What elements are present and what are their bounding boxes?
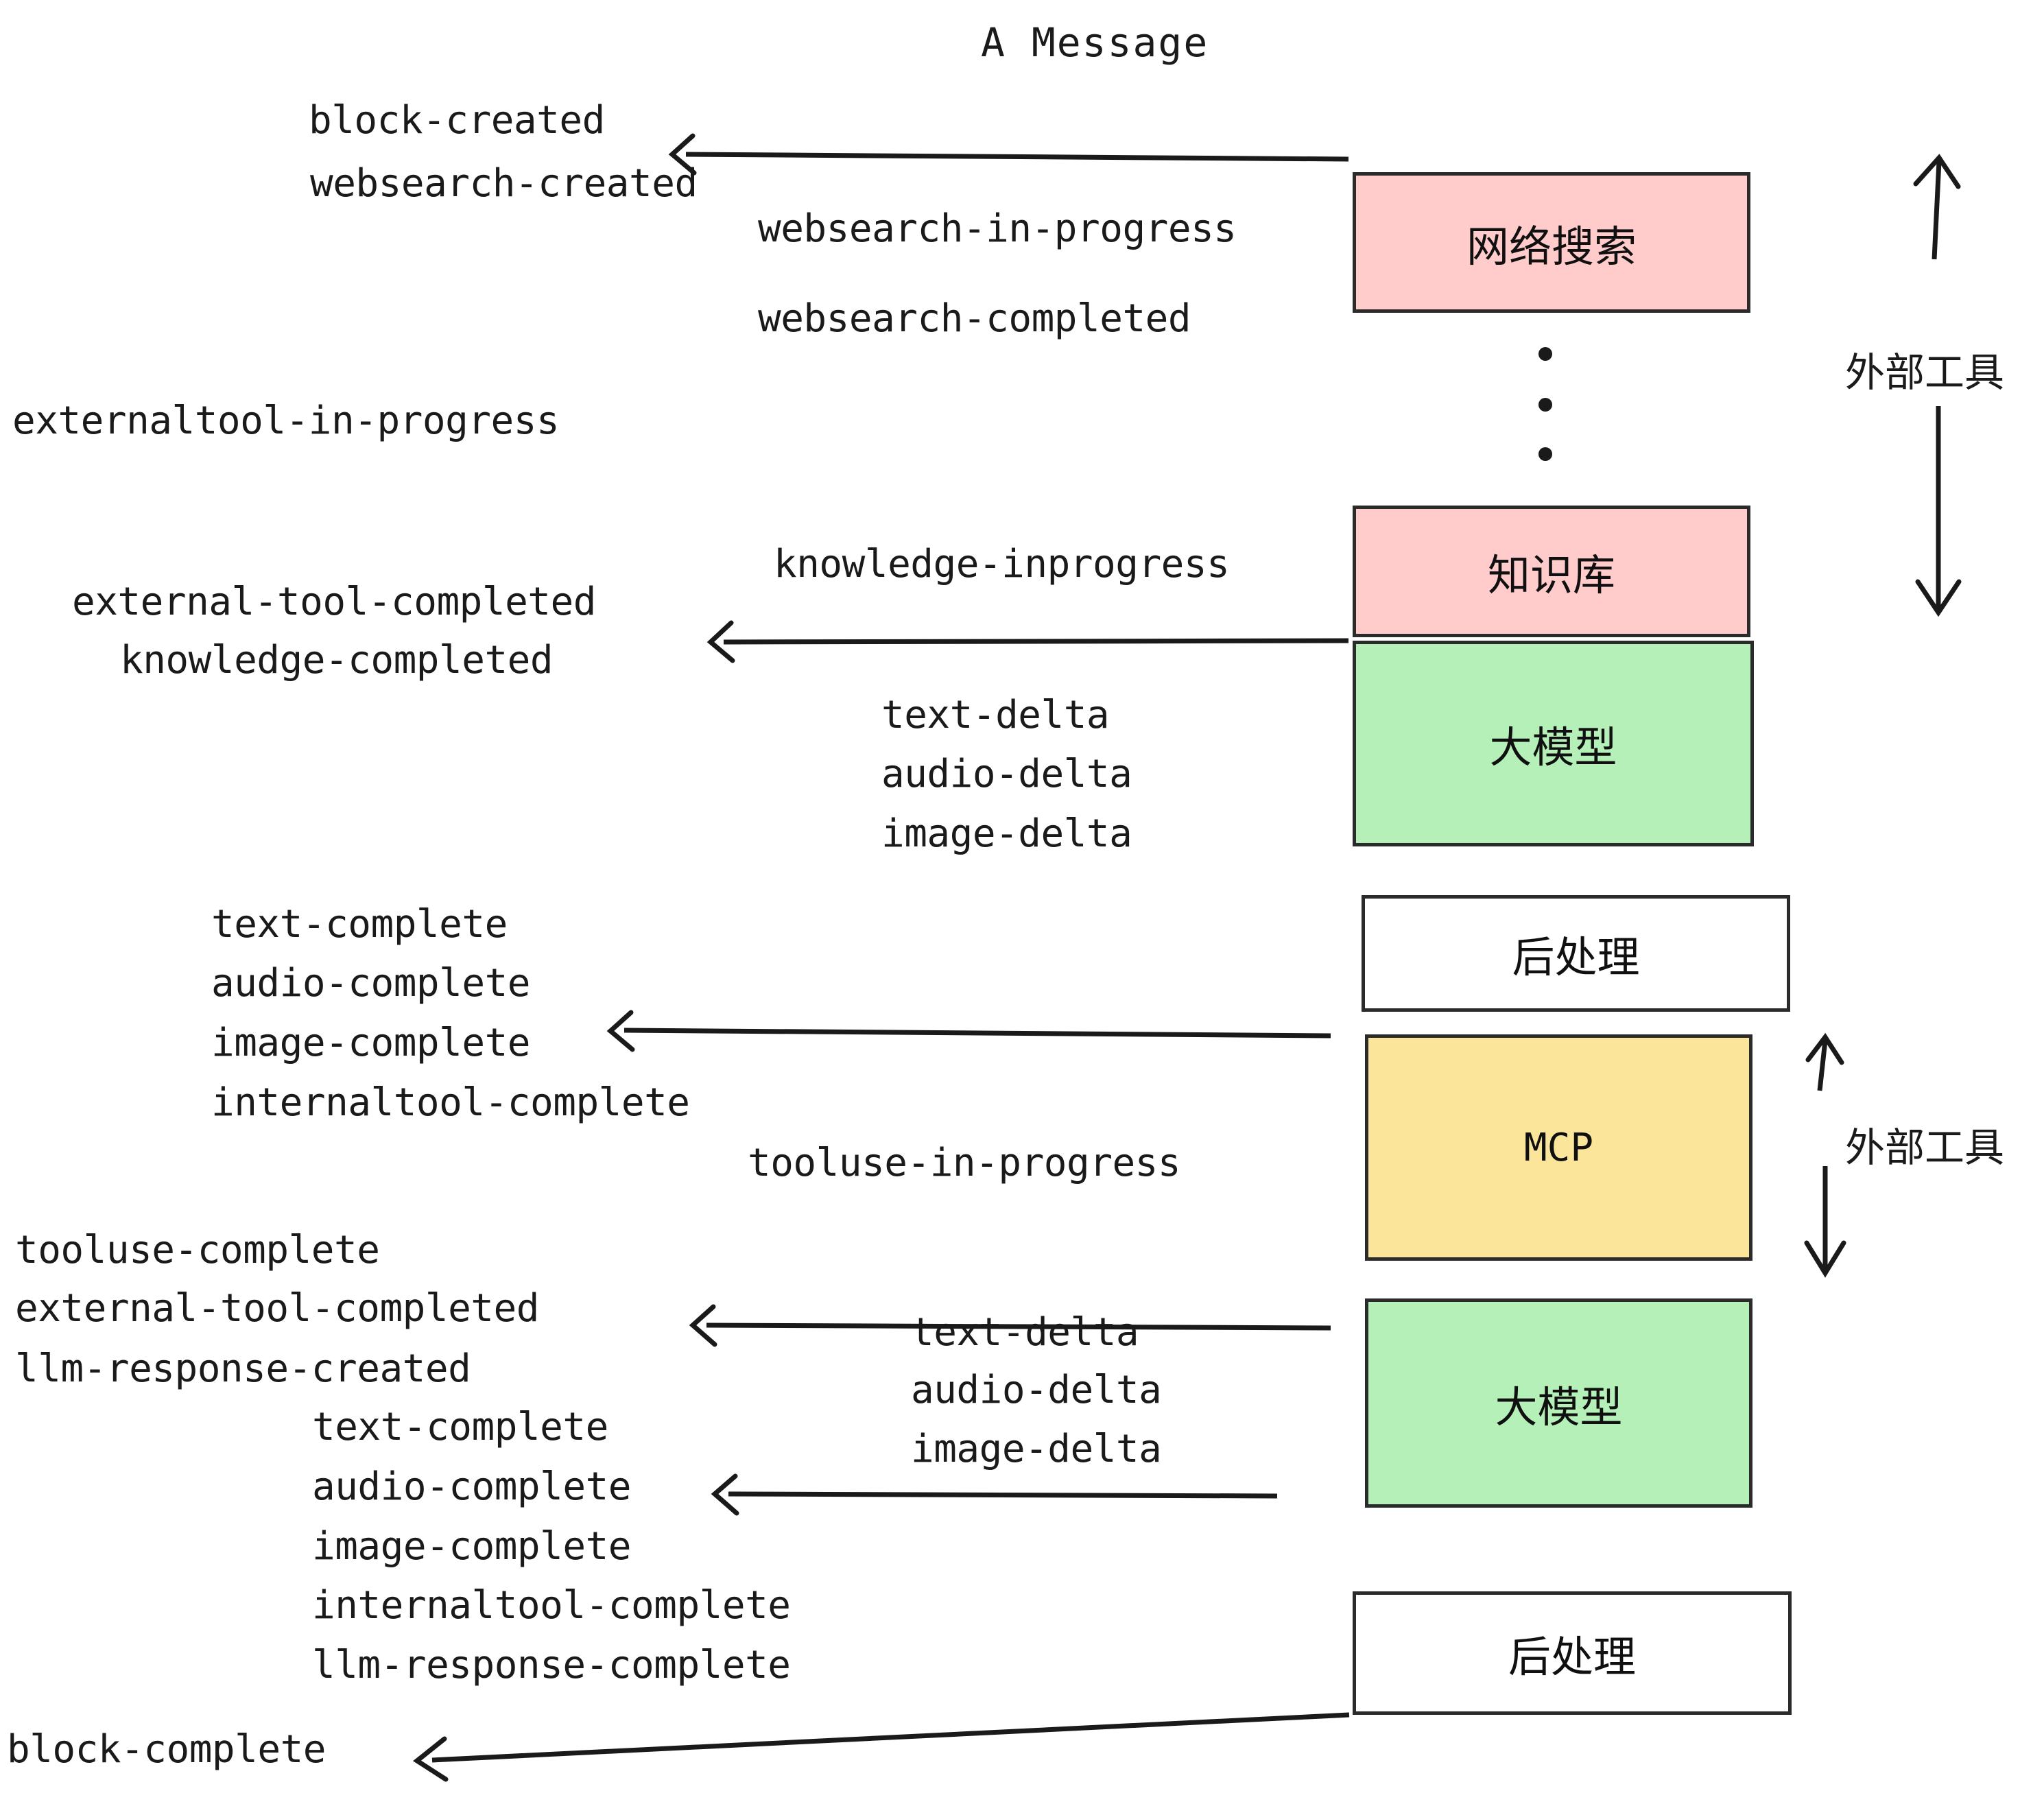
component-box-postprocess-1[interactable]: 后处理	[1362, 895, 1790, 1012]
arrow-external-tool-top-down	[1915, 406, 1962, 617]
component-box-websearch[interactable]: 网络搜索	[1353, 172, 1750, 313]
ellipsis-dot-1	[1538, 347, 1552, 361]
event-externaltool-in-progress: externaltool-in-progress	[12, 399, 560, 443]
event-block-complete: block-complete	[7, 1727, 326, 1772]
group-label-external-tool-bottom: 外部工具	[1845, 1124, 2005, 1171]
arrow-websearch-to-block-created	[668, 133, 1349, 176]
event-knowledge-completed: knowledge-completed	[120, 638, 554, 683]
arrow-llm-2-to-audio-complete	[711, 1473, 1278, 1516]
arrow-knowledge-to-knowledge-completed	[706, 620, 1349, 663]
arrow-external-tool-bottom-down	[1804, 1166, 1846, 1278]
event-image-complete-2: image-complete	[312, 1524, 632, 1569]
component-box-llm-1-label: 大模型	[1489, 722, 1617, 772]
component-box-knowledge-label: 知识库	[1487, 550, 1615, 600]
event-websearch-in-progress: websearch-in-progress	[758, 206, 1237, 251]
ellipsis-dot-3	[1538, 447, 1552, 461]
component-box-postprocess-1-label: 后处理	[1512, 932, 1640, 982]
event-audio-complete-2: audio-complete	[312, 1464, 632, 1509]
event-tooluse-in-progress: tooluse-in-progress	[748, 1141, 1181, 1185]
component-box-mcp[interactable]: MCP	[1365, 1034, 1752, 1261]
event-internaltool-complete-1: internaltool-complete	[211, 1080, 690, 1125]
event-audio-delta-1: audio-delta	[881, 752, 1132, 796]
event-external-tool-completed-1: external-tool-completed	[72, 580, 596, 624]
event-image-delta-2: image-delta	[911, 1427, 1162, 1471]
event-llm-response-created: llm-response-created	[15, 1346, 471, 1391]
component-box-llm-1[interactable]: 大模型	[1353, 641, 1754, 846]
event-block-created: block-created	[309, 98, 605, 143]
event-text-delta-1: text-delta	[881, 693, 1110, 737]
ellipsis-dot-2	[1538, 398, 1552, 412]
component-box-knowledge[interactable]: 知识库	[1353, 506, 1750, 637]
component-box-llm-2[interactable]: 大模型	[1365, 1298, 1752, 1508]
arrow-external-tool-top-up	[1913, 154, 1961, 260]
component-box-postprocess-2[interactable]: 后处理	[1353, 1591, 1792, 1715]
event-audio-delta-2: audio-delta	[911, 1368, 1162, 1412]
arrow-postprocess-1-to-image-complete	[606, 1010, 1331, 1052]
arrow-external-tool-bottom-up	[1805, 1032, 1844, 1091]
event-image-complete-1: image-complete	[211, 1021, 531, 1065]
component-box-llm-2-label: 大模型	[1495, 1381, 1623, 1432]
event-text-complete-1: text-complete	[211, 902, 508, 947]
event-external-tool-completed-2: external-tool-completed	[15, 1286, 539, 1331]
component-box-postprocess-2-label: 后处理	[1508, 1632, 1636, 1682]
group-label-external-tool-top: 外部工具	[1845, 349, 2005, 396]
event-llm-response-complete: llm-response-complete	[312, 1643, 791, 1687]
component-box-websearch-label: 网络搜索	[1466, 221, 1637, 272]
event-tooluse-complete: tooluse-complete	[15, 1228, 380, 1272]
event-websearch-created: websearch-created	[310, 161, 698, 206]
event-image-delta-1: image-delta	[881, 811, 1132, 856]
event-knowledge-inprogress: knowledge-inprogress	[774, 542, 1230, 586]
component-box-mcp-label: MCP	[1523, 1125, 1594, 1170]
event-text-complete-2: text-complete	[312, 1405, 608, 1449]
event-text-delta-2: text-delta	[911, 1310, 1139, 1355]
arrow-postprocess-2-to-block-complete	[413, 1712, 1350, 1782]
event-websearch-completed: websearch-completed	[758, 296, 1191, 341]
event-internaltool-complete-2: internaltool-complete	[312, 1583, 791, 1628]
page-title: A Message	[981, 19, 1209, 66]
event-audio-complete-1: audio-complete	[211, 961, 531, 1006]
